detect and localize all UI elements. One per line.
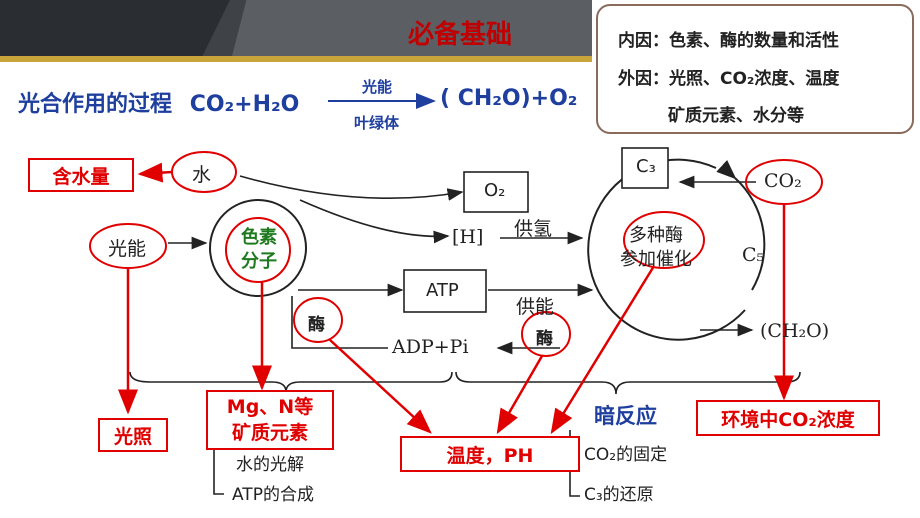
enzyme-left-to-temp-arrow	[329, 339, 432, 434]
enzyme-right-ellipse	[521, 311, 571, 357]
energy-loop-left	[291, 296, 388, 349]
enzyme-right-to-temp-arrow	[496, 355, 544, 435]
header-gold-bar	[0, 56, 592, 62]
c5-label: C₅	[742, 244, 765, 266]
o2-box	[463, 171, 529, 213]
atp-synthesis-label: ATP的合成	[232, 485, 314, 505]
water-photolysis-label: 水的光解	[236, 455, 304, 475]
equation-arrow-top: 光能	[362, 78, 393, 96]
water-to-h-arrow	[299, 199, 450, 244]
c3-label: C₃	[636, 156, 656, 177]
enzyme-left-label: 酶	[308, 315, 325, 335]
ch2o-label: (CH₂O)	[760, 320, 830, 342]
dark-reaction-brace	[455, 371, 801, 395]
water-to-content-arrow	[137, 162, 173, 183]
equation-reactants: CO₂+H₂O	[189, 92, 300, 117]
equation-left: 光合作用的过程 CO₂+H₂O	[18, 86, 299, 118]
equation-prefix: 光合作用的过程	[18, 92, 173, 117]
header-band-accent	[0, 0, 230, 56]
pigment-circle	[209, 199, 307, 297]
enzyme-right-label: 酶	[536, 329, 553, 349]
atp-label: ATP	[426, 280, 459, 301]
adp-label: ADP+Pi	[392, 336, 469, 358]
supply-energy-label: 供能	[516, 296, 555, 318]
multi-enzyme-label: 多种酶 参加催化	[620, 225, 692, 270]
external-factors: 外因：光照、CO₂浓度、温度	[618, 69, 840, 89]
multi-enzyme-to-temp-arrow	[550, 265, 656, 435]
o2-label: O₂	[484, 180, 506, 201]
internal-factors: 内因：色素、酶的数量和活性	[618, 31, 839, 51]
co2-fixation-label: CO₂的固定	[584, 445, 668, 465]
temp-ph-box: 温度，PH	[400, 436, 580, 472]
page-title: 必备基础	[408, 20, 513, 50]
co2-label: CO₂	[764, 170, 802, 192]
enzyme-left-ellipse	[293, 297, 343, 343]
equation-arrow-bottom: 叶绿体	[354, 114, 400, 132]
pigment-label: 色素 分子	[241, 227, 277, 272]
minerals-box: Mg、N等 矿质元素	[206, 390, 334, 450]
supply-h-label: 供氢	[514, 218, 553, 240]
equation-products: ( CH₂O)+O₂	[440, 86, 578, 111]
water-to-o2-arrow	[239, 175, 464, 201]
atp-box	[403, 269, 487, 313]
light-sub-bracket	[213, 446, 224, 495]
env-co2-box: 环境中CO₂浓度	[696, 400, 880, 436]
multi-enzyme-ellipse	[623, 211, 705, 269]
water-content-box: 含水量	[28, 158, 134, 192]
calvin-cycle-right	[716, 159, 766, 291]
factors-box: 内因：色素、酶的数量和活性 外因：光照、CO₂浓度、温度 矿质元素、水分等	[596, 4, 914, 134]
illumination-box: 光照	[98, 418, 168, 452]
header-band-light	[232, 0, 592, 56]
dark-reaction-label: 暗反应	[594, 404, 657, 428]
light-reaction-brace	[129, 371, 453, 393]
h-label: [H]	[452, 226, 484, 248]
water-label: 水	[192, 164, 212, 186]
pigment-ellipse	[225, 217, 291, 283]
external-factors-cont: 矿质元素、水分等	[668, 106, 804, 126]
c3-reduction-label: C₃的还原	[584, 485, 654, 505]
c3-box	[621, 147, 669, 189]
light-label: 光能	[108, 238, 147, 260]
